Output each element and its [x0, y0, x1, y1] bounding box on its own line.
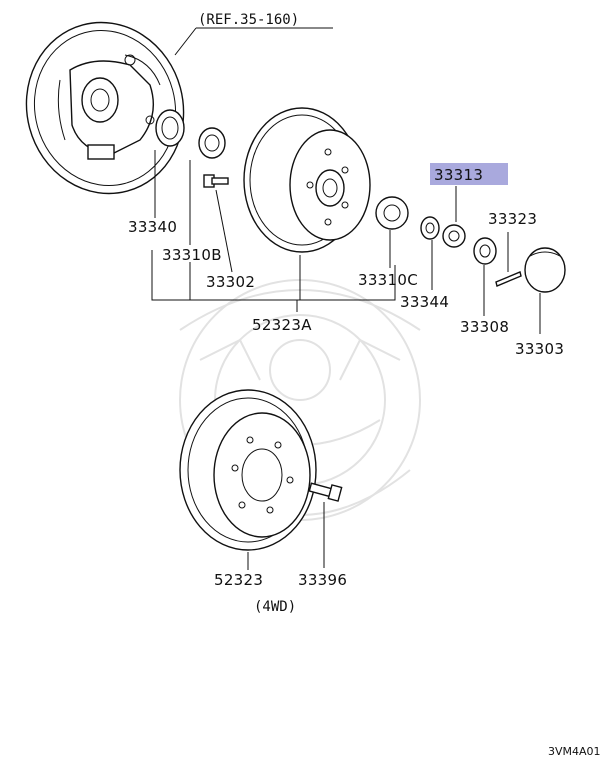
drum-bolt — [308, 482, 343, 568]
ref-label[interactable]: (REF.35-160) — [198, 12, 299, 28]
variant-note: (4WD) — [254, 599, 296, 615]
part-33310c[interactable]: 33310C — [358, 271, 418, 289]
washer — [420, 216, 440, 290]
oil-seal — [154, 109, 185, 218]
backing-plate-assembly — [25, 21, 185, 195]
part-33308[interactable]: 33308 — [460, 318, 509, 336]
part-52323a[interactable]: 52323A — [252, 316, 312, 334]
part-33396[interactable]: 33396 — [298, 571, 347, 589]
cotter-pin — [495, 232, 522, 287]
drawing-code: 3VM4A01 — [548, 745, 601, 758]
part-52323[interactable]: 52323 — [214, 571, 263, 589]
highlight-box — [430, 163, 508, 185]
brake-drum-2wd — [243, 107, 371, 300]
part-33344[interactable]: 33344 — [400, 293, 449, 311]
nut-cap — [473, 237, 497, 316]
part-33302[interactable]: 33302 — [206, 273, 255, 291]
lock-nut — [442, 224, 466, 248]
outer-bearing — [375, 196, 409, 268]
part-33313[interactable]: 33313 — [434, 166, 483, 184]
part-33310b[interactable]: 33310B — [162, 246, 222, 264]
inner-bearing — [189, 127, 226, 245]
part-33340[interactable]: 33340 — [128, 218, 177, 236]
part-33323[interactable]: 33323 — [488, 210, 537, 228]
hub-cap — [524, 247, 566, 334]
brake-drum-4wd — [179, 389, 317, 570]
part-33303[interactable]: 33303 — [515, 340, 564, 358]
hub-bolt — [203, 174, 233, 273]
